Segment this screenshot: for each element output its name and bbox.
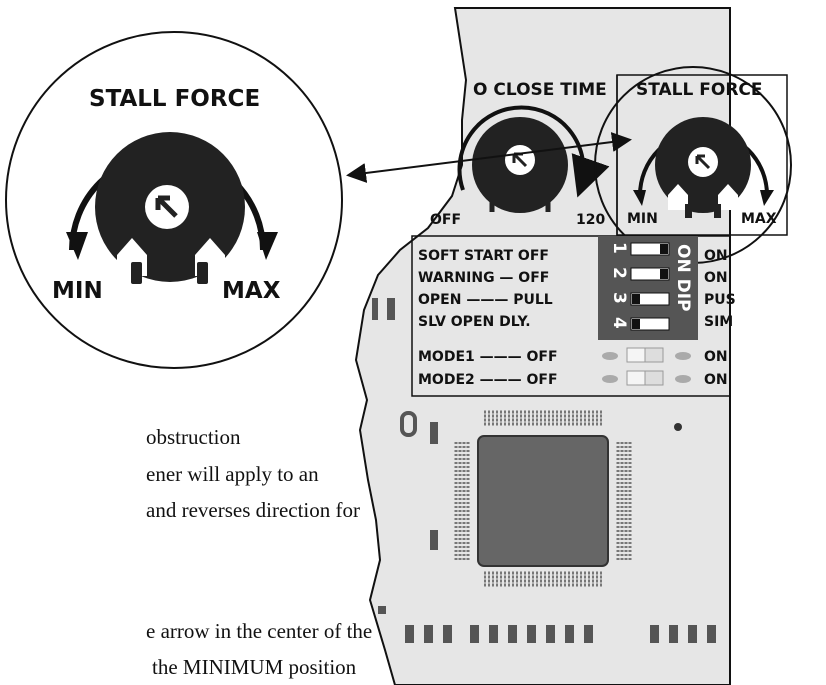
board-dot: [674, 423, 682, 431]
body-text-line-1: obstruction: [146, 425, 241, 449]
board-stall-force-dial: [633, 117, 774, 218]
dip-number-1: 1: [609, 242, 629, 254]
mode-toggles: [602, 347, 691, 386]
mode2-left: MODE2 ——— OFF: [418, 372, 558, 388]
circuit-board: O CLOSE TIME OFF 120 STALL FORCE MIN MAX…: [354, 7, 792, 685]
close-time-title: O CLOSE TIME: [473, 80, 607, 100]
mode1-right: ON: [704, 349, 728, 365]
dip-number-4: 4: [609, 317, 629, 329]
min-arrowhead: [66, 232, 88, 260]
zoomed-stall-force-dial: STALL FORCE MIN MAX: [5, 31, 343, 369]
max-arrowhead: [257, 232, 278, 260]
close-time-right-label: 120: [576, 212, 605, 228]
zoom-dial-max-label: MAX: [222, 278, 281, 304]
close-time-left-label: OFF: [430, 212, 461, 228]
dip-setting-1-left: SOFT START OFF: [418, 248, 549, 264]
dip-number-2: 2: [609, 267, 629, 279]
dip-setting-2-right: ON: [704, 270, 728, 286]
dip-number-3: 3: [609, 292, 629, 304]
zoom-dial-min-label: MIN: [52, 278, 103, 304]
component-pads: [372, 298, 716, 643]
board-stall-force-title: STALL FORCE: [636, 80, 763, 100]
dip-setting-1-right: ON: [704, 248, 728, 264]
zoom-connector-arrow: [346, 132, 632, 183]
dip-switch-block: [598, 236, 698, 340]
body-text-line-5: the MINIMUM position: [152, 655, 357, 679]
mode2-right: ON: [704, 372, 728, 388]
microchip: [454, 410, 632, 587]
board-stall-force-min: MIN: [627, 211, 658, 227]
dip-setting-3-right: PUS: [704, 292, 736, 308]
mode1-left: MODE1 ——— OFF: [418, 349, 558, 365]
dip-setting-3-left: OPEN ——— PULL: [418, 292, 553, 308]
dip-setting-4-left: SLV OPEN DLY.: [418, 314, 531, 330]
zoom-dial-title: STALL FORCE: [89, 86, 260, 112]
board-stall-force-max: MAX: [741, 211, 777, 227]
body-text-line-4: e arrow in the center of the: [146, 619, 373, 643]
dip-setting-2-left: WARNING — OFF: [418, 270, 549, 286]
dip-block-label: ON DIP: [673, 244, 693, 312]
dip-setting-4-right: SIM: [704, 314, 733, 330]
body-text-line-3: and reverses direction for: [146, 498, 360, 522]
body-text-line-2: ener will apply to an: [146, 462, 319, 486]
